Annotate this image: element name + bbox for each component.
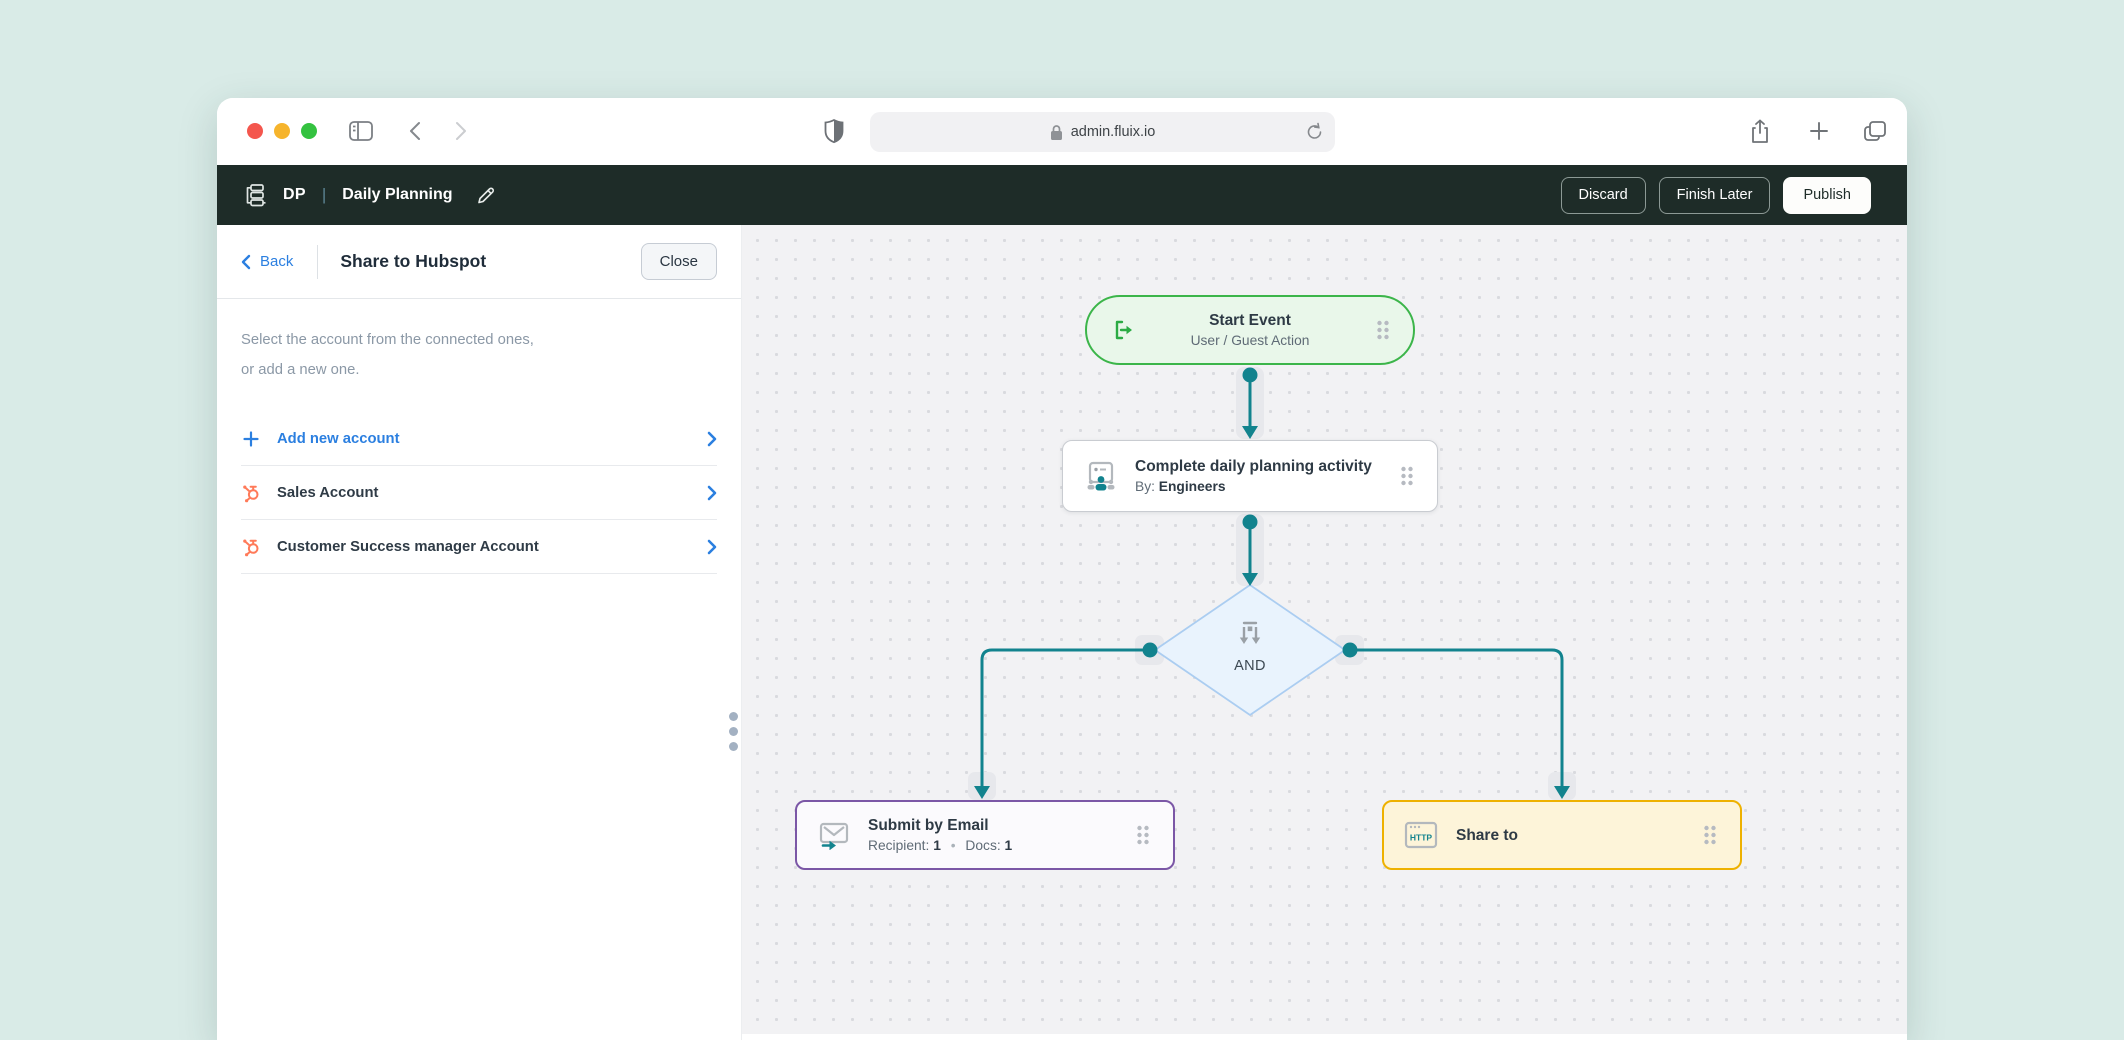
back-label: Back (260, 253, 294, 270)
node-title: Submit by Email (868, 817, 989, 834)
drag-handle-icon[interactable] (1135, 823, 1151, 847)
connector-gateway-to-email (980, 648, 1145, 791)
lock-icon (1050, 124, 1062, 140)
finish-later-button[interactable]: Finish Later (1658, 176, 1771, 214)
account-row-sales[interactable]: Sales Account (241, 466, 717, 520)
http-label: HTTP (1410, 833, 1433, 843)
arrowhead-icon (1242, 573, 1258, 586)
zoom-window-button[interactable] (301, 123, 317, 139)
chevron-right-icon (707, 485, 717, 501)
title-divider: | (321, 185, 327, 204)
connection-dot[interactable] (1142, 642, 1158, 658)
browser-chrome: admin.fluix.io (217, 98, 1907, 165)
minimize-window-button[interactable] (274, 123, 290, 139)
address-bar[interactable]: admin.fluix.io (870, 112, 1335, 152)
by-label: By: (1135, 479, 1155, 494)
add-new-account-row[interactable]: Add new account (241, 412, 717, 466)
hubspot-icon (241, 537, 261, 557)
node-start-event[interactable]: Start Event User / Guest Action (1085, 295, 1415, 365)
node-title: Share to (1456, 826, 1519, 844)
gateway-diamond-shape[interactable] (1154, 584, 1346, 716)
share-to-hubspot-panel: Back Share to Hubspot Close Select the a… (217, 225, 742, 1040)
connection-dot[interactable] (1242, 367, 1258, 383)
browser-forward-icon[interactable] (449, 119, 471, 143)
docs-label: Docs: (965, 838, 1001, 853)
panel-title: Share to Hubspot (340, 251, 487, 271)
drag-handle-icon[interactable] (1399, 464, 1415, 488)
header-actions: Discard Finish Later Publish (1560, 176, 1871, 214)
dot-separator: • (950, 838, 956, 853)
recipient-label: Recipient: (868, 838, 930, 853)
arrowhead-icon (974, 786, 990, 799)
share-page-icon[interactable] (1749, 118, 1771, 145)
sidebar-toggle-icon[interactable] (348, 119, 374, 143)
browser-window: admin.fluix.io (217, 98, 1907, 1040)
drag-handle-icon[interactable] (1375, 318, 1391, 342)
account-row-customer-success[interactable]: Customer Success manager Account (241, 520, 717, 574)
node-submit-by-email[interactable]: Submit by Email Recipient: 1 • Docs: 1 (795, 800, 1175, 870)
connection-dot[interactable] (1242, 514, 1258, 530)
close-window-button[interactable] (247, 123, 263, 139)
header-divider (317, 244, 319, 279)
tab-overview-icon[interactable] (1862, 119, 1888, 143)
add-new-account-label: Add new account (277, 430, 400, 447)
by-value: Engineers (1158, 479, 1226, 494)
workflow-identity: DP | Daily Planning (244, 182, 497, 208)
arrowhead-icon (1242, 426, 1258, 439)
description-line-2: or add a new one. (241, 362, 360, 378)
browser-back-icon[interactable] (405, 119, 427, 143)
url-text: admin.fluix.io (1070, 124, 1156, 140)
arrowhead-icon (1554, 786, 1570, 799)
gateway-label: AND (1234, 658, 1266, 674)
plus-icon (241, 430, 261, 447)
node-title: Complete daily planning activity (1135, 458, 1372, 475)
connection-dot[interactable] (1342, 642, 1358, 658)
traffic-lights (247, 123, 317, 139)
account-label: Sales Account (277, 484, 379, 501)
email-submit-icon (817, 820, 851, 850)
http-browser-icon: HTTP (1402, 819, 1440, 851)
task-assignee-icon (1083, 460, 1119, 492)
back-link[interactable]: Back (241, 253, 293, 270)
workflow-icon (244, 182, 269, 208)
node-subtitle: By: Engineers (1135, 477, 1372, 496)
chevron-right-icon (707, 539, 717, 555)
account-label: Customer Success manager Account (277, 538, 539, 555)
workflow-canvas[interactable]: Start Event User / Guest Action (742, 225, 1907, 1040)
node-subtitle: User / Guest Action (1190, 333, 1310, 348)
discard-button[interactable]: Discard (1560, 176, 1646, 214)
start-event-icon (1112, 318, 1136, 342)
node-and-gateway[interactable]: AND (1155, 585, 1345, 715)
privacy-shield-icon[interactable] (823, 118, 845, 144)
reload-icon[interactable] (1305, 121, 1324, 147)
panel-header: Back Share to Hubspot Close (217, 225, 741, 299)
description-line-1: Select the account from the connected on… (241, 332, 534, 348)
hubspot-icon (241, 483, 261, 503)
main-content: Back Share to Hubspot Close Select the a… (217, 225, 1907, 1040)
docs-value: 1 (1004, 838, 1013, 853)
close-panel-button[interactable]: Close (640, 243, 717, 280)
workflow-initials: DP (283, 186, 306, 203)
connectors-layer (968, 367, 1576, 800)
node-title: Start Event (1209, 312, 1291, 329)
node-complete-activity[interactable]: Complete daily planning activity By: Eng… (1062, 440, 1438, 512)
new-tab-icon[interactable] (1807, 119, 1831, 143)
workflow-title: Daily Planning (342, 186, 453, 203)
panel-resize-handle[interactable] (729, 712, 738, 751)
node-share-to[interactable]: HTTP Share to (1382, 800, 1742, 870)
connector-gateway-to-share (1355, 648, 1564, 791)
app-header: DP | Daily Planning Discard Finish Later… (217, 165, 1907, 225)
panel-body: Select the account from the connected on… (217, 299, 741, 574)
chevron-right-icon (707, 431, 717, 447)
chevron-left-icon (241, 254, 251, 269)
panel-description: Select the account from the connected on… (241, 325, 717, 385)
publish-button[interactable]: Publish (1783, 176, 1871, 214)
branch-split-icon (1155, 619, 1345, 649)
recipient-value: 1 (933, 838, 941, 853)
node-subtitle: Recipient: 1 • Docs: 1 (868, 836, 1012, 855)
drag-handle-icon[interactable] (1702, 823, 1718, 847)
edit-title-icon[interactable] (475, 184, 497, 206)
